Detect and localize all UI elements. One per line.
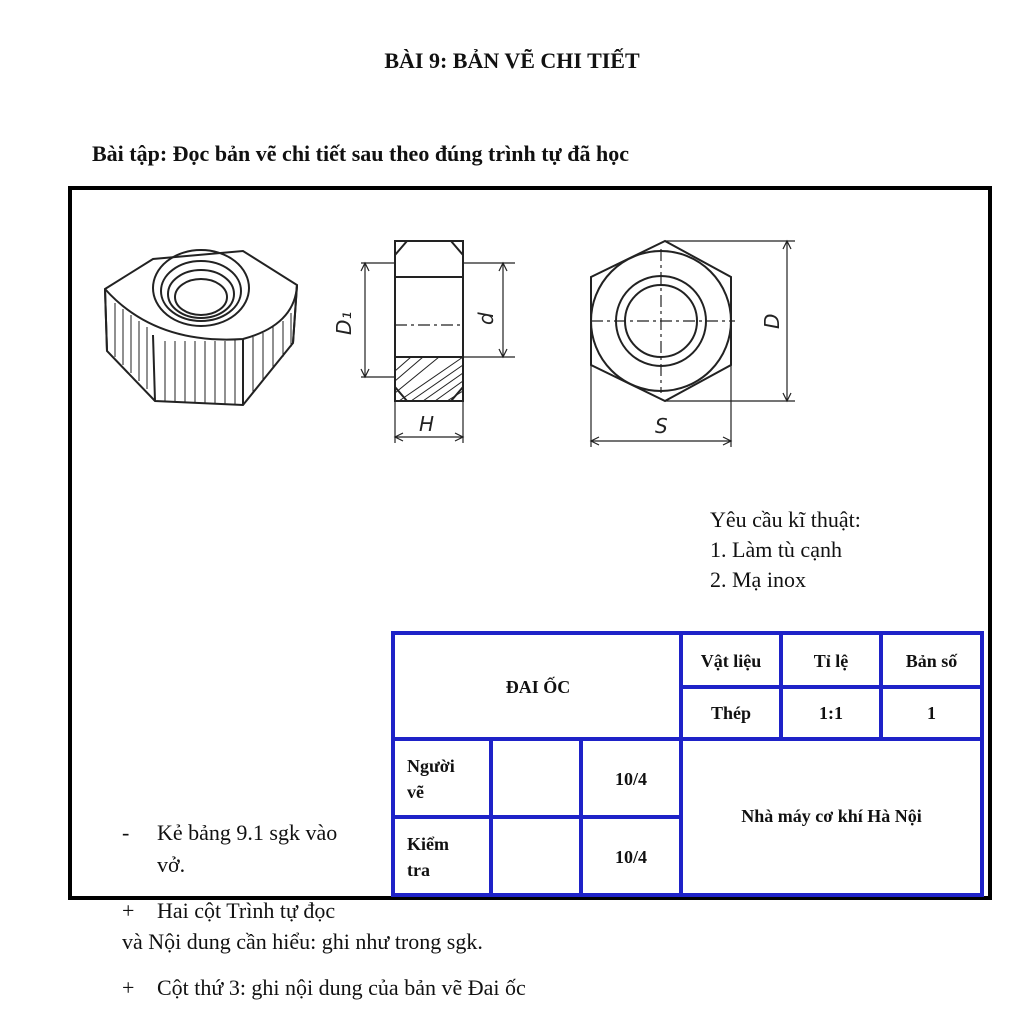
note-line: và Nội dung cần hiểu: ghi như trong sgk. (122, 929, 483, 954)
requirements-heading: Yêu cầu kĩ thuật: (710, 507, 861, 532)
title-block: ĐAI ỐC Vật liệu Tỉ lệ Bản số Thép 1:1 1 … (391, 631, 984, 897)
sheet-value: 1 (927, 702, 936, 723)
checked-by-label: Kiểm tra (407, 834, 449, 880)
note-plus: + (122, 898, 135, 923)
nut-drawing: D₁ d H D S (103, 239, 795, 447)
note-line: Kẻ bảng 9.1 sgk vào (157, 820, 338, 845)
note-dash: - (122, 820, 130, 845)
drawn-date: 10/4 (614, 768, 647, 789)
requirement-item: 2. Mạ inox (710, 567, 806, 592)
exercise-instruction: Bài tập: Đọc bản vẽ chi tiết sau theo đú… (92, 141, 629, 166)
isometric-nut-view (103, 249, 299, 407)
material-value: Thép (710, 702, 752, 723)
organization: Nhà máy cơ khí Hà Nội (741, 805, 922, 826)
label-d1: D₁ (332, 312, 356, 335)
scale-value: 1:1 (819, 702, 843, 723)
section-view (360, 240, 515, 443)
checked-date: 10/4 (614, 846, 647, 867)
label-s: S (655, 414, 668, 438)
title-block-grid (391, 631, 984, 897)
scale-header: Tỉ lệ (813, 650, 849, 671)
note-plus: + (122, 975, 135, 1000)
label-d-outer: D (760, 314, 784, 329)
sheet-header: Bản số (905, 650, 958, 671)
technical-requirements: Yêu cầu kĩ thuật: 1. Làm tù cạnh 2. Mạ i… (710, 505, 861, 595)
note-line: Hai cột Trình tự đọc (157, 898, 336, 923)
front-view (589, 239, 795, 447)
label-d: d (474, 312, 498, 325)
material-header: Vật liệu (700, 650, 762, 671)
drawn-by-label: Người vẽ (407, 756, 455, 802)
note-line: Cột thứ 3: ghi nội dung của bản vẽ Đai ố… (157, 975, 526, 1000)
note-line: vở. (157, 852, 186, 877)
label-h: H (419, 412, 434, 436)
part-name: ĐAI ỐC (505, 676, 571, 697)
requirement-item: 1. Làm tù cạnh (710, 537, 842, 562)
page-title: BÀI 9: BẢN VẼ CHI TIẾT (384, 48, 640, 73)
drawing-frame (68, 186, 992, 900)
